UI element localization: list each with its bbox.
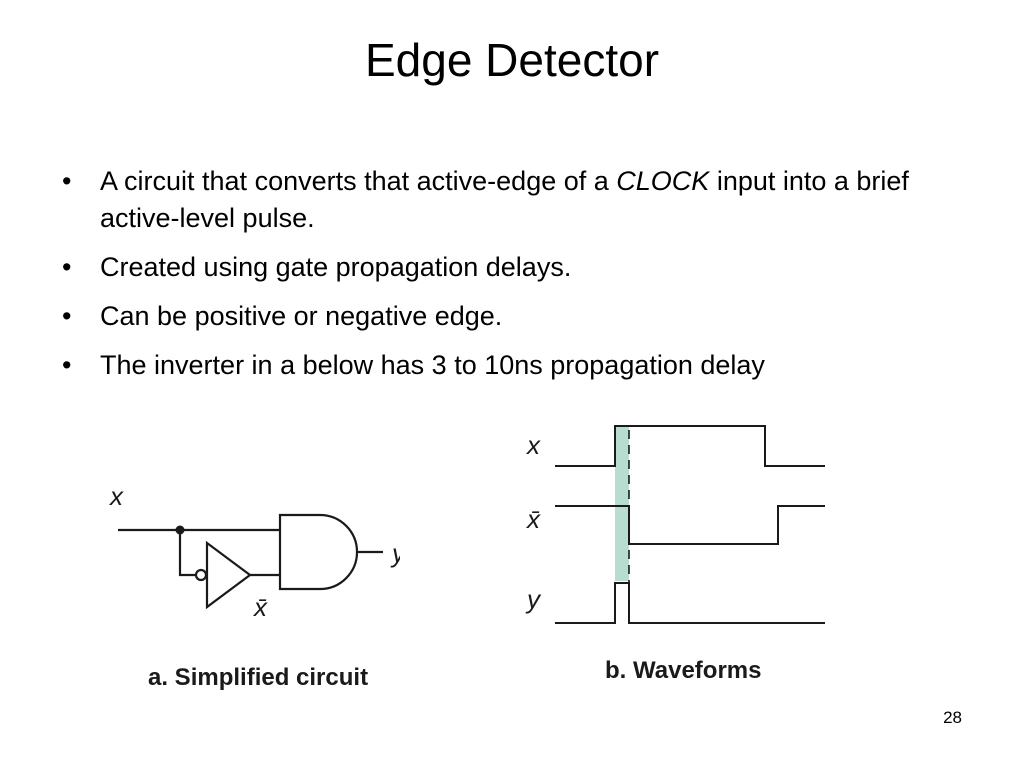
and-gate xyxy=(278,513,359,591)
bullet-text: The inverter in a below has 3 to 10ns pr… xyxy=(100,350,765,380)
bullet-item: A circuit that converts that active-edge… xyxy=(60,163,980,237)
delay-highlight xyxy=(615,426,629,581)
inverter-output-label: x̄ xyxy=(252,592,268,622)
bullet-text-segment: input into a brief active-level pulse. xyxy=(100,166,909,233)
signal-label-xbar: x̄ xyxy=(525,504,541,534)
bullet-item: Created using gate propagation delays. xyxy=(60,249,980,286)
slide-title: Edge Detector xyxy=(364,34,660,86)
bullet-text-segment: A circuit that converts that active-edge… xyxy=(100,166,617,196)
y-waveform xyxy=(555,582,825,624)
branch-wire xyxy=(178,530,197,577)
signal-label-x: x xyxy=(525,430,541,460)
bullet-text: Can be positive or negative edge. xyxy=(100,301,503,331)
waveform-diagram: x x̄ y b. Waveforms xyxy=(525,425,825,684)
signal-label-y: y xyxy=(525,584,542,614)
clock-emphasis: CLOCK xyxy=(616,166,710,196)
page-number: 28 xyxy=(943,708,962,727)
bullet-list: A circuit that converts that active-edge… xyxy=(60,163,980,396)
bullet-item: The inverter in a below has 3 to 10ns pr… xyxy=(60,347,980,384)
bullet-item: Can be positive or negative edge. xyxy=(60,298,980,335)
circuit-input-label: x xyxy=(108,481,124,511)
junction-dot xyxy=(175,525,185,535)
x-waveform xyxy=(555,425,825,467)
bullet-text: Created using gate propagation delays. xyxy=(100,252,572,282)
xbar-waveform xyxy=(555,505,825,545)
inverter-bubble xyxy=(194,568,208,582)
circuit-output-label: y xyxy=(390,538,400,568)
circuit-caption: a. Simplified circuit xyxy=(148,664,368,691)
inverter-triangle xyxy=(205,540,252,610)
circuit-diagram: x y x̄ a. Simplified circuit xyxy=(108,481,400,691)
waveform-caption: b. Waveforms xyxy=(605,657,761,684)
